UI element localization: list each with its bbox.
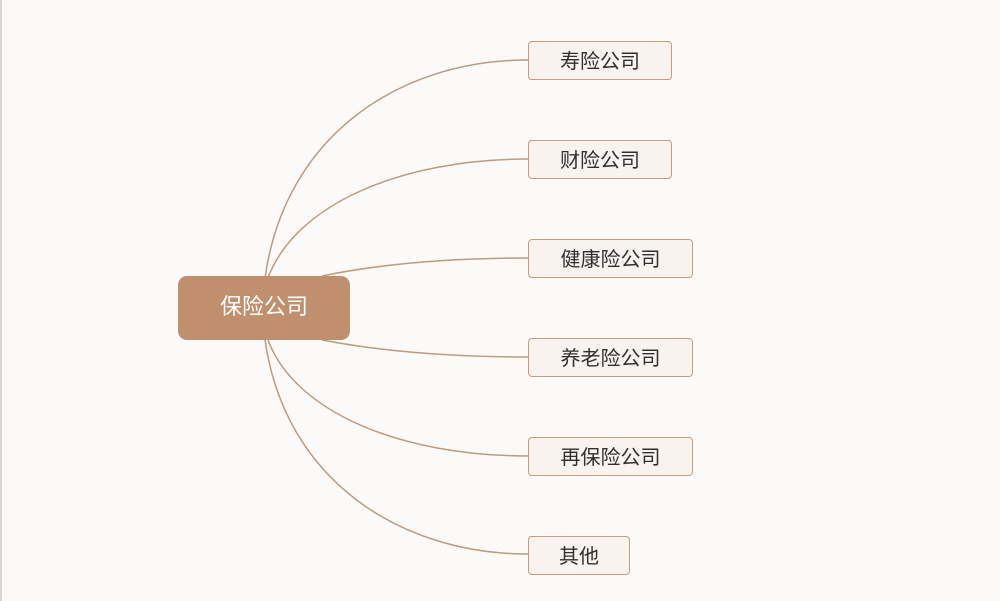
child-node-label: 健康险公司 <box>560 246 661 271</box>
connector-to-node-2 <box>267 158 529 279</box>
child-node-label: 再保险公司 <box>560 444 661 469</box>
connector-to-node-3 <box>321 257 529 277</box>
root-node-label: 保险公司 <box>219 295 308 320</box>
child-node-1[interactable]: 寿险公司 <box>528 41 672 80</box>
child-node-label: 寿险公司 <box>560 48 640 73</box>
root-node[interactable]: 保险公司 <box>178 276 350 340</box>
child-node-5[interactable]: 再保险公司 <box>528 437 693 476</box>
child-node-3[interactable]: 健康险公司 <box>528 239 693 278</box>
child-node-2[interactable]: 财险公司 <box>528 140 672 179</box>
child-node-label: 财险公司 <box>560 147 640 172</box>
connector-to-node-6 <box>264 339 529 555</box>
left-edge-divider <box>0 0 2 601</box>
connector-to-node-5 <box>267 339 529 457</box>
connector-to-node-4 <box>321 339 529 358</box>
child-node-label: 其他 <box>559 543 599 568</box>
child-node-label: 养老险公司 <box>560 345 661 370</box>
child-node-6[interactable]: 其他 <box>528 536 630 575</box>
child-node-4[interactable]: 养老险公司 <box>528 338 693 377</box>
connector-to-node-1 <box>264 59 529 279</box>
